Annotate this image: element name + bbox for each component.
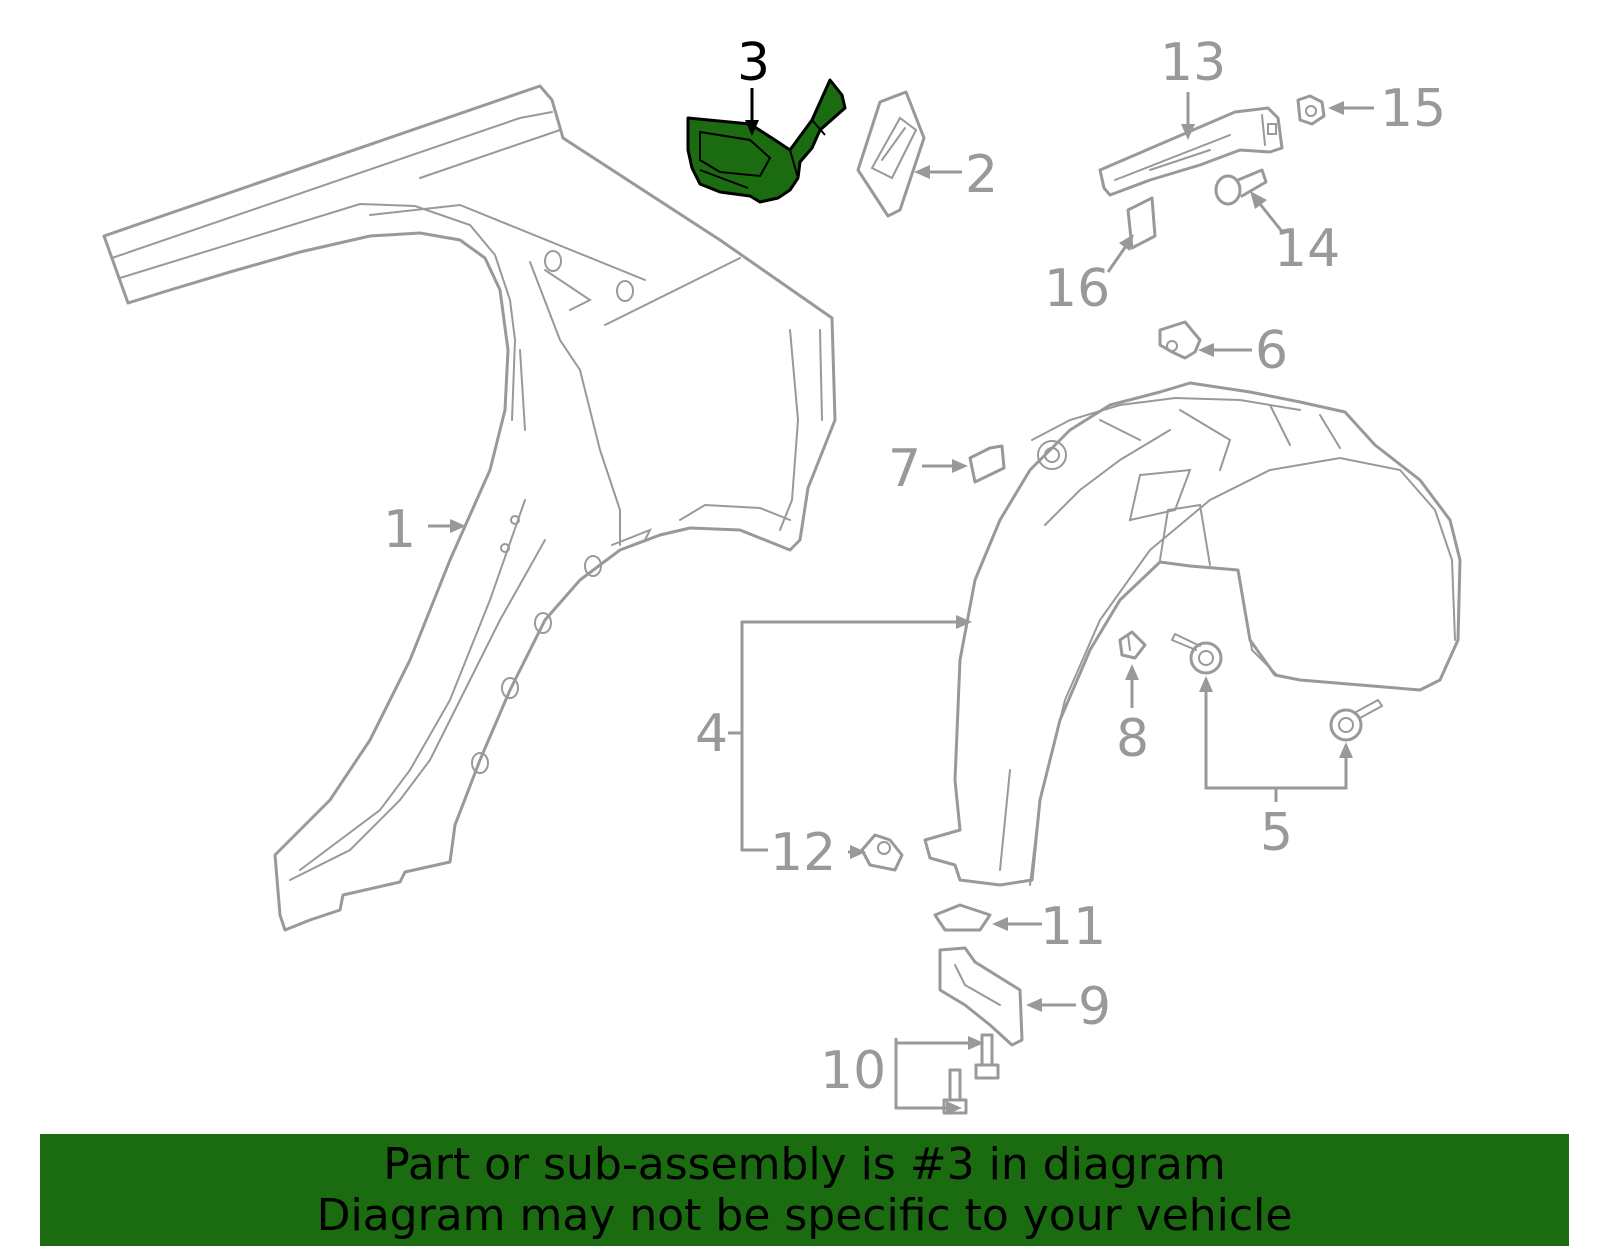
callout-5: 5 <box>1260 803 1293 863</box>
part-1-quarter-panel[interactable] <box>102 84 837 932</box>
callout-labels: 1 2 3 4 5 6 7 8 9 10 11 12 13 14 15 16 <box>383 33 1446 1101</box>
part-6-clip[interactable] <box>1158 320 1202 360</box>
callout-13: 13 <box>1160 33 1226 93</box>
callout-12: 12 <box>770 823 836 883</box>
part-4-fender-liner[interactable] <box>923 381 1462 887</box>
banner-line-2: Diagram may not be specific to your vehi… <box>316 1190 1293 1241</box>
part-5-screws[interactable] <box>1171 633 1383 742</box>
callout-2: 2 <box>965 145 998 205</box>
part-13-bracket[interactable] <box>1098 106 1284 197</box>
callout-4: 4 <box>695 704 728 764</box>
part-2-fuel-door[interactable] <box>856 90 926 218</box>
info-banner: Part or sub-assembly is #3 in diagram Di… <box>40 1134 1569 1246</box>
callout-3: 3 <box>737 33 770 93</box>
callout-8: 8 <box>1116 709 1149 769</box>
part-15-nut[interactable] <box>1296 94 1326 126</box>
part-14-screw[interactable] <box>1214 168 1268 206</box>
callout-7: 7 <box>888 439 921 499</box>
part-16-pad[interactable] <box>1126 196 1157 250</box>
leader-lines <box>428 88 1374 1115</box>
part-12-clip[interactable] <box>860 833 904 872</box>
part-7-pad[interactable] <box>968 444 1006 484</box>
banner-line-1: Part or sub-assembly is #3 in diagram <box>383 1139 1226 1190</box>
callout-15: 15 <box>1380 79 1446 139</box>
part-9-mudguard[interactable] <box>938 946 1024 1047</box>
callout-14: 14 <box>1274 219 1340 279</box>
callout-9: 9 <box>1078 977 1111 1037</box>
callout-10: 10 <box>820 1041 886 1101</box>
callout-11: 11 <box>1040 897 1106 957</box>
callout-1: 1 <box>383 500 416 560</box>
part-11-clip[interactable] <box>933 903 992 932</box>
callout-16: 16 <box>1044 259 1110 319</box>
part-8-push-clip[interactable] <box>1118 630 1147 660</box>
callout-6: 6 <box>1255 321 1288 381</box>
part-3-fuel-filler-housing[interactable] <box>686 78 847 204</box>
